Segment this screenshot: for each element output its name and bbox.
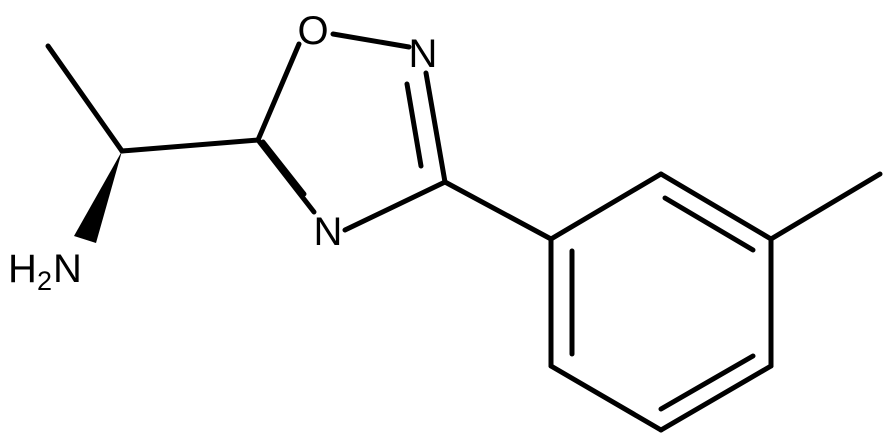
bond-c3-aryl <box>442 179 554 242</box>
bond-aryl-methyl <box>768 171 883 242</box>
wedge-bond-chiral-nh2 <box>74 151 122 243</box>
bond-n4-c5 <box>255 137 317 215</box>
bond-benzene-4-inner <box>658 353 756 412</box>
atom-label-amine-n: N <box>53 247 82 291</box>
atom-label-oxygen: O <box>297 9 328 53</box>
bond-n4-c5-inner <box>260 139 307 197</box>
bond-benzene-1 <box>548 171 664 242</box>
bond-n2-c3-inner <box>404 81 424 169</box>
bond-c3-n4 <box>342 179 448 233</box>
bond-benzene-2-inner <box>662 195 756 253</box>
bond-c5-o1 <box>255 41 302 143</box>
atom-label-amine-h: H <box>8 247 37 291</box>
bond-benzene-5 <box>548 363 664 433</box>
bond-benzene-4 <box>658 363 774 433</box>
atom-label-nitrogen-bottom: N <box>314 210 343 254</box>
bond-o1-n2 <box>330 31 412 50</box>
bond-n2-c3 <box>423 70 448 185</box>
bond-methyl-chiral <box>45 43 125 154</box>
atom-label-amine-subscript: 2 <box>37 266 52 296</box>
bond-chiral-c5 <box>119 137 261 154</box>
bond-benzene-2 <box>658 171 774 242</box>
atom-label-nitrogen-top: N <box>409 32 438 76</box>
